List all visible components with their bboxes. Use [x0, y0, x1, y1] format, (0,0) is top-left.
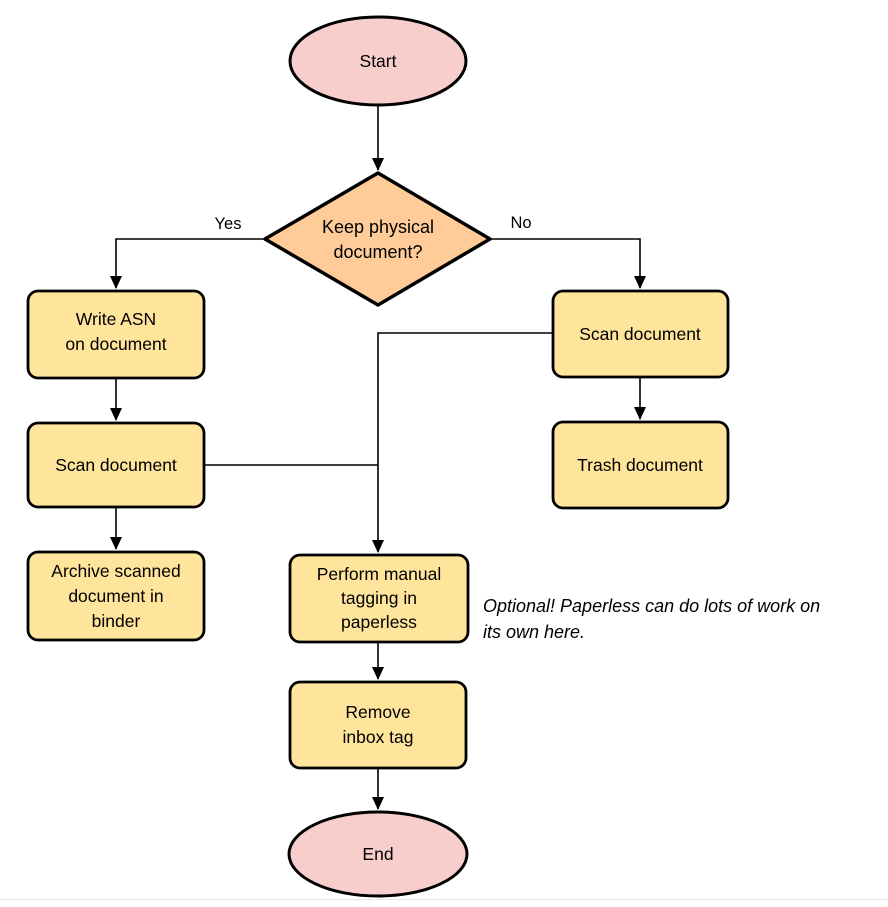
tagging-label-line3: paperless	[341, 612, 417, 632]
archive-label-line2: document in	[68, 586, 163, 606]
tagging-label-line2: tagging in	[341, 588, 417, 608]
process-trash-document	[551, 420, 730, 510]
archive-label-line1: Archive scanned	[51, 561, 180, 581]
edge-decision-yes-to-write-asn	[110, 238, 265, 289]
decision-label-line1: Keep physical	[322, 217, 434, 237]
edge-label-no: No	[510, 214, 531, 232]
edge-decision-no-to-scan-right	[490, 238, 646, 289]
write-asn-label-line2: on document	[65, 334, 166, 354]
process-scan-document-left	[26, 421, 206, 509]
write-asn-label-line1: Write ASN	[76, 309, 156, 329]
end-label: End	[362, 844, 393, 864]
remove-inbox-label-line2: inbox tag	[342, 727, 413, 747]
process-archive-scanned-document	[26, 550, 206, 642]
tagging-label-line1: Perform manual	[317, 564, 442, 584]
page-bottom-rule	[0, 899, 888, 901]
edge-scan-right-to-tagging	[372, 332, 553, 553]
scan-document-left-label: Scan document	[55, 455, 177, 475]
process-write-asn-on-document	[26, 289, 206, 380]
scan-document-right-label: Scan document	[579, 324, 701, 344]
end-terminal	[287, 810, 469, 898]
process-remove-inbox-tag	[288, 680, 468, 770]
start-label: Start	[360, 51, 397, 71]
process-scan-document-right	[551, 289, 730, 379]
decision-label-line2: document?	[333, 242, 422, 262]
remove-inbox-label-line1: Remove	[345, 702, 410, 722]
start-terminal	[288, 15, 468, 107]
edge-label-yes: Yes	[215, 215, 242, 233]
decision-keep-physical-document	[263, 171, 492, 307]
archive-label-line3: binder	[92, 611, 141, 631]
annotation-optional-line1: Optional! Paperless can do lots of work …	[483, 596, 820, 616]
trash-document-label: Trash document	[577, 455, 703, 475]
process-perform-manual-tagging	[288, 553, 470, 644]
annotation-optional-line2: its own here.	[483, 622, 585, 642]
